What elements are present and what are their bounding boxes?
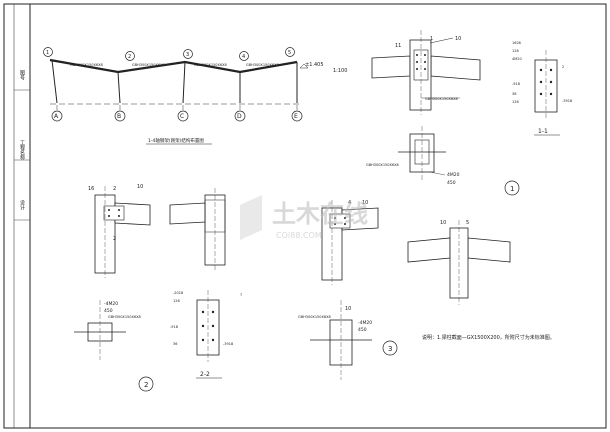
beam-label-1: GBH300X150X6X8 <box>70 63 103 67</box>
axis-c: C <box>180 113 184 120</box>
elevation-label: ±1.405 <box>305 62 324 68</box>
frame-caption: 1-4轴钢架(刚架)结构布置图 <box>148 137 204 144</box>
d2-dim-2: 450 <box>104 308 113 314</box>
watermark: 土木在线 COI88.COM <box>240 195 368 240</box>
d1-dim: 450 <box>447 180 456 186</box>
s22-dim-3: 7 <box>240 293 242 297</box>
axis-d: D <box>237 113 242 120</box>
s22-dim-2: 126 <box>173 299 180 303</box>
drawing-note: 说明：1.梁柱截面—GX1500X200，所附尺寸为未标准图。 <box>422 334 555 341</box>
s22-dim-5: 36 <box>173 342 177 346</box>
top-axis-mark-3: 3 <box>186 52 189 58</box>
d1-weld: 4M20 <box>447 172 460 178</box>
d3-mark-10: 10 <box>345 306 351 312</box>
axis-a: A <box>54 113 59 120</box>
s11-dim-8: -3918 <box>562 99 572 103</box>
s11-dim-3: 4M20 <box>512 57 522 61</box>
d3-label: GBH300X150X6X8 <box>298 315 331 319</box>
d2-circle-label: 2 <box>144 381 148 389</box>
axis-b: B <box>117 113 121 120</box>
top-axis-mark-5: 5 <box>288 50 291 56</box>
watermark-cn: 土木在线 <box>272 200 368 228</box>
title-strip-label-1: 图号 <box>19 70 25 81</box>
detail-1-plan: GBH300X150X6X8 4M20 450 1 <box>366 126 520 196</box>
top-axis-mark-1: 1 <box>46 50 49 56</box>
title-strip-label-3: 设计 <box>19 199 25 211</box>
detail-2-circle <box>138 376 154 392</box>
detail-5: 10 5 <box>407 220 511 305</box>
d1-beam-label: GBH300X150X6X8 <box>425 97 458 101</box>
beam-label-4: GBH300X150X6X8 <box>246 63 279 67</box>
title-strip-label-2: 工程名称 <box>19 140 25 161</box>
d2-plan-label: GBH300X150X6X8 <box>108 315 141 319</box>
slope-label: 1:100 <box>333 68 347 74</box>
title-strip-labels: 图号 工程名称 设计 <box>14 70 30 221</box>
d1-mark-10: 10 <box>455 36 461 42</box>
d5-mark-10: 10 <box>440 220 446 226</box>
section-1-1: 1626 126 4M20 -918 2 36 126 -3918 1-1 <box>512 41 572 136</box>
d1-circle-label: 1 <box>510 185 514 193</box>
d2-mark-10: 10 <box>137 184 143 190</box>
s11-caption: 1-1 <box>538 128 548 135</box>
s22-dim-4: -918 <box>170 325 178 329</box>
section-2-2: -2018 126 7 -918 36 -3918 2-2 <box>170 290 242 379</box>
d4-mark-4: 4 <box>348 200 351 206</box>
detail-2-plan: GBH300X150X6X8 -4M20 450 2 <box>74 300 154 392</box>
s22-dim-1: -2018 <box>173 291 183 295</box>
detail-3: GBH300X150X6X8 -4M20 450 10 3 <box>298 300 398 380</box>
detail-1-circle <box>504 180 520 196</box>
frame-elevation: 1 2 3 4 5 GBH300X150X6X8 GBH300X150X6X8 … <box>43 47 347 145</box>
detail-3-circle <box>382 340 398 356</box>
d1-mark-11: 11 <box>395 43 401 49</box>
d1-plan-label: GBH300X150X6X8 <box>366 163 399 167</box>
d3-circle-label: 3 <box>388 345 392 353</box>
detail-2-haunch <box>169 188 226 270</box>
d5-mark-5: 5 <box>466 220 469 226</box>
d4-mark-10: 10 <box>362 200 368 206</box>
d3-dim-1: -4M20 <box>358 320 372 326</box>
detail-4: 10 4 <box>321 200 379 285</box>
d2-mark-16: 16 <box>88 186 94 192</box>
top-axis-mark-2: 2 <box>128 54 131 60</box>
d2-mark-2a: 2 <box>113 186 116 192</box>
top-axis-mark-4: 4 <box>242 54 245 60</box>
s11-dim-1: 1626 <box>512 41 521 45</box>
watermark-en: COI88.COM <box>276 231 322 240</box>
s22-dim-6: -3918 <box>223 342 233 346</box>
d2-dim-1: -4M20 <box>104 301 118 307</box>
d3-dim-2: 450 <box>358 327 367 333</box>
s11-dim-5: 2 <box>562 65 564 69</box>
s11-dim-6: 36 <box>512 92 516 96</box>
axis-e: E <box>294 113 298 120</box>
d2-mark-2b: 2 <box>113 236 116 242</box>
beam-label-2: GBH300X150X6X8 <box>132 63 165 67</box>
s22-caption: 2-2 <box>200 371 210 378</box>
d1-mark-1: 1 <box>430 36 433 42</box>
detail-2-elevation: 16 10 2 2 <box>88 184 151 278</box>
beam-label-3: GBH300X150X6X8 <box>194 63 227 67</box>
s11-dim-7: 126 <box>512 100 519 104</box>
detail-1-elevation: 10 11 1 GBH300X150X6X8 <box>371 30 481 115</box>
sheet-border <box>3 3 607 429</box>
s11-dim-4: -918 <box>512 82 520 86</box>
s11-dim-2: 126 <box>512 49 519 53</box>
